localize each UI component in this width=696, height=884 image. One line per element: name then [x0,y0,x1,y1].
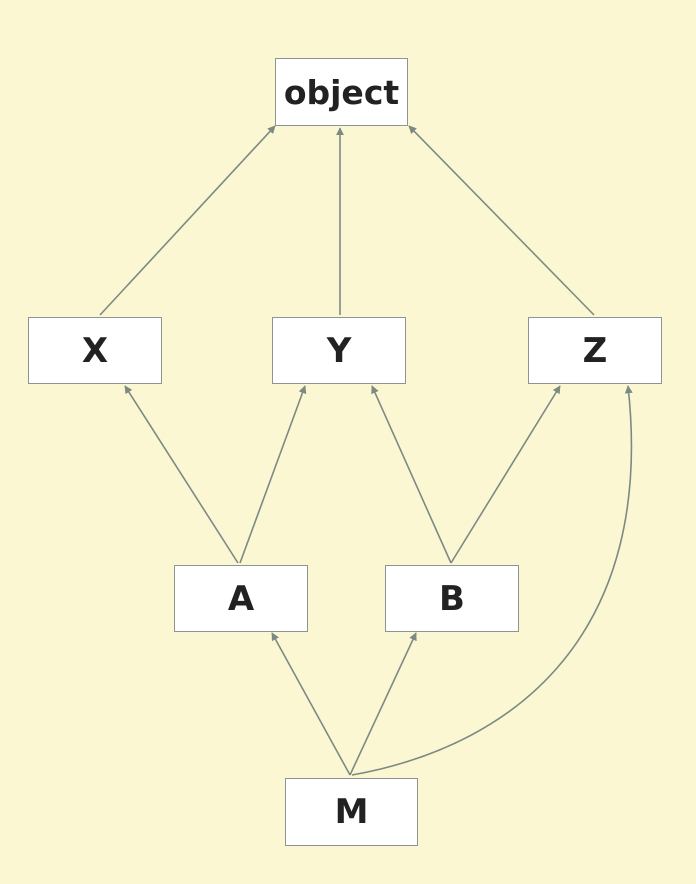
edge-b-to-y [371,385,452,564]
node-m: M [285,778,418,846]
node-x-label: X [81,330,109,371]
edge-a-to-x [124,385,239,564]
node-y: Y [272,317,406,384]
edge-m-to-z [351,385,633,776]
node-b: B [385,565,519,632]
node-y-label: Y [326,330,352,371]
node-object-label: object [283,72,400,112]
edge-m-to-b [349,632,417,776]
node-a: A [174,565,308,632]
edge-a-to-y [239,385,307,564]
node-a-label: A [227,578,255,619]
node-x: X [28,317,162,384]
node-z-label: Z [582,330,608,371]
edge-m-to-a [271,632,351,776]
node-object: object [275,58,408,126]
edge-x-to-object [99,125,276,316]
edge-b-to-z [450,385,561,564]
node-b-label: B [439,578,465,619]
node-m-label: M [334,792,369,832]
node-z: Z [528,317,662,384]
edge-z-to-object [408,125,595,316]
